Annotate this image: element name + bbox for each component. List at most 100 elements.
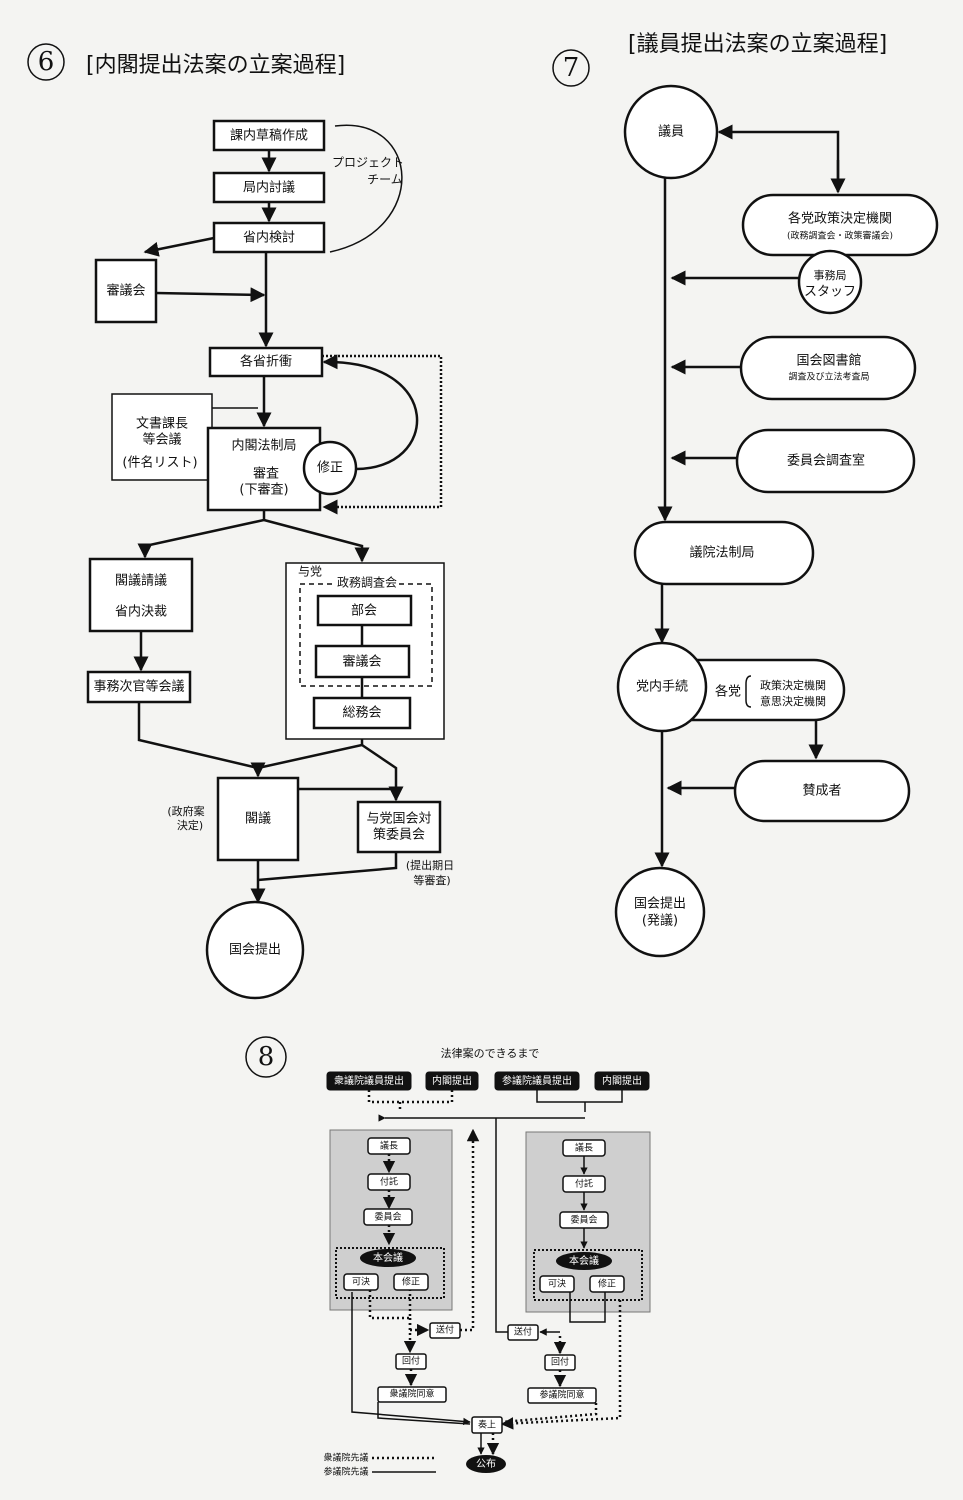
gov-label-2: 決定) <box>177 818 203 832</box>
diet-committee-label-1: 与党国会対 <box>366 812 431 827</box>
council-box <box>94 258 158 324</box>
diagram-7: 7 [議員提出法案の立案過程] 議員 各党政策決定機関 (政務調査会・政策審議会… <box>552 32 939 958</box>
policy-label: 政務調査会 <box>337 576 397 590</box>
upper-send-label: 送付 <box>514 1326 532 1338</box>
lower-consent-box <box>377 1386 447 1403</box>
secretariat-label-2: スタッフ <box>804 285 856 300</box>
lower-pass-box <box>343 1273 379 1291</box>
vice-label: 事務次官等会議 <box>93 679 184 695</box>
legal-label-1: 内閣法制局 <box>231 438 296 454</box>
project-team-label-2: チーム <box>367 173 403 187</box>
legislative-box <box>633 520 815 586</box>
member-circle <box>623 84 719 180</box>
arrow-council-main <box>155 287 266 303</box>
fix-loop-arrow <box>322 354 419 471</box>
arrow-party-member <box>717 124 840 190</box>
section-label: 部会 <box>351 604 377 619</box>
diet-committee-label-2: 策委員会 <box>373 827 425 843</box>
header-upper-cabinet-label: 内閣提出 <box>602 1074 642 1087</box>
section-box <box>316 594 413 627</box>
diet-committee-box <box>356 800 442 854</box>
docs-label-1: 文書課長 <box>136 416 188 432</box>
negotiation-box <box>208 346 324 378</box>
upper-pass-to-enact <box>500 1300 622 1430</box>
deadline-label-2: 等審査) <box>413 873 450 887</box>
arrow-legal-cabinet-req <box>137 510 266 559</box>
upper-pass-label: 可決 <box>548 1278 566 1290</box>
line-general-merge <box>257 739 364 770</box>
cabinet-req-label-2: 省内決裁 <box>115 604 167 620</box>
upper-amend-label: 修正 <box>598 1278 616 1290</box>
ruling-party-label: 与党 <box>298 564 322 579</box>
docs-label-3: (件名リスト) <box>122 455 197 471</box>
general-box <box>312 696 412 730</box>
diagram-8: 8 法律案のできるまで 衆議院議員提出 内閣提出 参議院議員提出 内閣提出 議長… <box>245 1036 651 1478</box>
upper-send-up <box>495 1118 508 1333</box>
diagram-6-title: [内閣提出法案の立案過程] <box>86 53 345 78</box>
committee-research-label: 委員会調査室 <box>787 453 865 469</box>
arrow-vice-cabinet <box>137 702 266 778</box>
docs-label-2: 等会議 <box>142 432 181 448</box>
lower-pass-to-enact <box>351 1292 471 1426</box>
diet-label-2: (発議) <box>642 914 678 929</box>
header-upper-member-label: 参議院議員提出 <box>502 1074 572 1087</box>
lower-consent-label: 衆議院同意 <box>389 1388 434 1400</box>
council-label: 審議会 <box>106 284 145 299</box>
lower-send-up <box>460 1128 480 1332</box>
lower-plenary-box <box>360 1249 416 1267</box>
legal-label-2: 審査 <box>253 467 279 482</box>
line-committee-submit <box>257 852 398 882</box>
secretariat-circle <box>797 249 863 315</box>
diagram-7-title: [議員提出法案の立案過程] <box>628 32 887 57</box>
decision-brace <box>745 675 752 708</box>
vice-box <box>86 670 192 704</box>
arrow-ministry-council <box>143 236 215 257</box>
supporters-box <box>733 759 911 823</box>
supporters-label: 賛成者 <box>802 784 841 799</box>
gov-label-1: (政府案 <box>167 804 204 818</box>
member-label: 議員 <box>658 125 684 140</box>
library-label-1: 国会図書館 <box>796 354 861 369</box>
cabinet-box <box>216 776 300 862</box>
header-lower-member-label: 衆議院議員提出 <box>334 1074 404 1087</box>
policy-label-bg <box>336 576 398 590</box>
each-party-label: 各党 <box>715 684 741 700</box>
diet-circle <box>614 866 706 958</box>
lower-refer-label: 付託 <box>380 1176 398 1188</box>
submit-label: 国会提出 <box>229 942 281 958</box>
diet-label-1: 国会提出 <box>634 896 686 912</box>
project-team-arc <box>329 124 403 253</box>
diagram-8-number: 8 <box>258 1042 275 1072</box>
upper-return-label: 回付 <box>551 1357 569 1368</box>
deadline-label-1: (提出期日 <box>406 858 454 872</box>
upper-pass-box <box>539 1275 575 1293</box>
arrow-legal-ruling <box>263 518 370 563</box>
upper-send-join <box>569 1292 606 1323</box>
lower-return-label: 回付 <box>402 1356 420 1367</box>
ministry-box <box>212 221 326 254</box>
legend-upper-label: 参議院先議 <box>323 1466 368 1478</box>
diagram-7-number: 7 <box>563 53 580 83</box>
lower-amend-label: 修正 <box>402 1276 420 1288</box>
arrow-general-diet-committee <box>361 743 404 802</box>
secretariat-label-1: 事務局 <box>814 268 847 282</box>
lower-send-join <box>368 1290 412 1320</box>
general-label: 総務会 <box>342 706 381 721</box>
upper-refer-label: 付託 <box>575 1178 593 1190</box>
bureau-box <box>212 171 326 204</box>
lower-header-join <box>367 1090 454 1104</box>
enact-label: 奏上 <box>478 1419 496 1431</box>
cabinet-req-label-1: 閣議請議 <box>115 574 167 589</box>
party-policy-label-1: 各党政策決定機関 <box>788 211 892 227</box>
upper-plenary-box <box>556 1252 612 1270</box>
upper-plenary-label: 本会議 <box>569 1254 599 1267</box>
upper-speaker-label: 議長 <box>575 1142 593 1154</box>
cabinet-label: 閣議 <box>245 812 271 827</box>
upper-consent-to-enact <box>501 1403 598 1424</box>
upper-consent-label: 参議院同意 <box>539 1389 584 1401</box>
legal-label-3: (下審査) <box>239 483 288 498</box>
lower-send-label: 送付 <box>436 1324 454 1336</box>
upper-header-join <box>536 1090 623 1103</box>
header-lower-cabinet-label: 内閣提出 <box>432 1074 472 1087</box>
